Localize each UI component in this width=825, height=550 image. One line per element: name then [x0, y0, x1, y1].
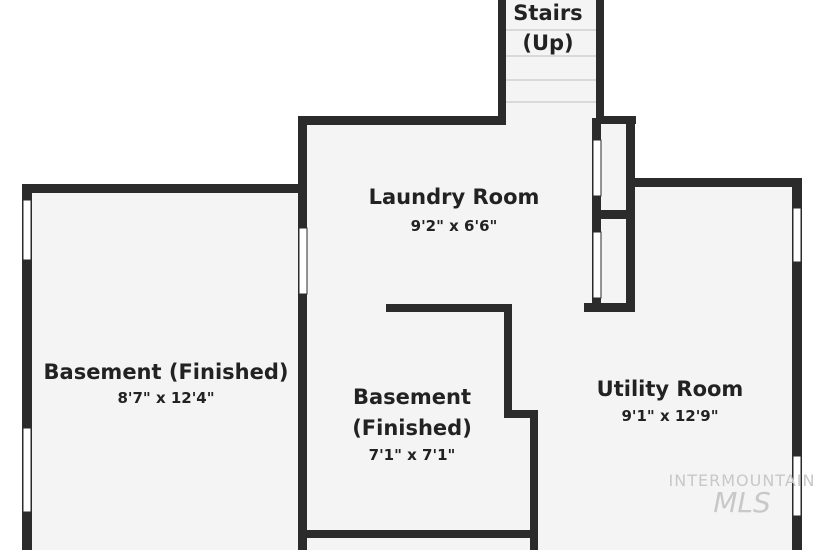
window — [22, 199, 32, 261]
watermark-line1: INTERMOUNTAIN — [669, 471, 816, 490]
wall — [592, 210, 632, 219]
wall — [584, 303, 634, 312]
window — [592, 231, 602, 299]
floor-areas — [28, 0, 798, 550]
wall — [598, 116, 636, 124]
floor-center-nook — [506, 310, 602, 550]
wall — [22, 184, 304, 193]
laundry-room-dimensions: 9'2" x 6'6" — [411, 217, 498, 235]
wall — [22, 184, 32, 550]
wall — [504, 410, 538, 418]
wall — [530, 410, 538, 550]
wall — [596, 0, 604, 122]
wall — [498, 0, 506, 120]
basement-center-dimensions: 7'1" x 7'1" — [369, 446, 456, 464]
laundry-room-label: Laundry Room — [369, 185, 540, 209]
wall — [302, 530, 536, 538]
floor-basement-left — [28, 190, 302, 550]
stairs-label-line2: (Up) — [522, 31, 573, 55]
watermark-line2: MLS — [713, 486, 771, 519]
window — [592, 139, 602, 197]
basement-left-label: Basement (Finished) — [44, 360, 289, 384]
utility-room-dimensions: 9'1" x 12'9" — [621, 407, 718, 425]
wall — [504, 304, 512, 416]
wall — [298, 116, 506, 125]
basement-left-dimensions: 8'7" x 12'4" — [117, 389, 214, 407]
wall — [298, 116, 307, 550]
wall — [630, 178, 802, 187]
basement-center-label-line1: Basement — [353, 385, 471, 409]
window — [792, 207, 802, 263]
window — [22, 427, 32, 513]
window — [792, 455, 802, 517]
wall — [792, 178, 802, 550]
stairs-label-line1: Stairs — [513, 1, 582, 25]
basement-center-label-line2: (Finished) — [352, 416, 472, 440]
walls — [22, 0, 802, 550]
floor-stairs — [504, 0, 600, 120]
wall — [386, 304, 512, 312]
window — [298, 227, 308, 295]
windows — [22, 139, 802, 517]
stair-treads — [506, 29, 598, 103]
utility-room-label: Utility Room — [597, 377, 744, 401]
